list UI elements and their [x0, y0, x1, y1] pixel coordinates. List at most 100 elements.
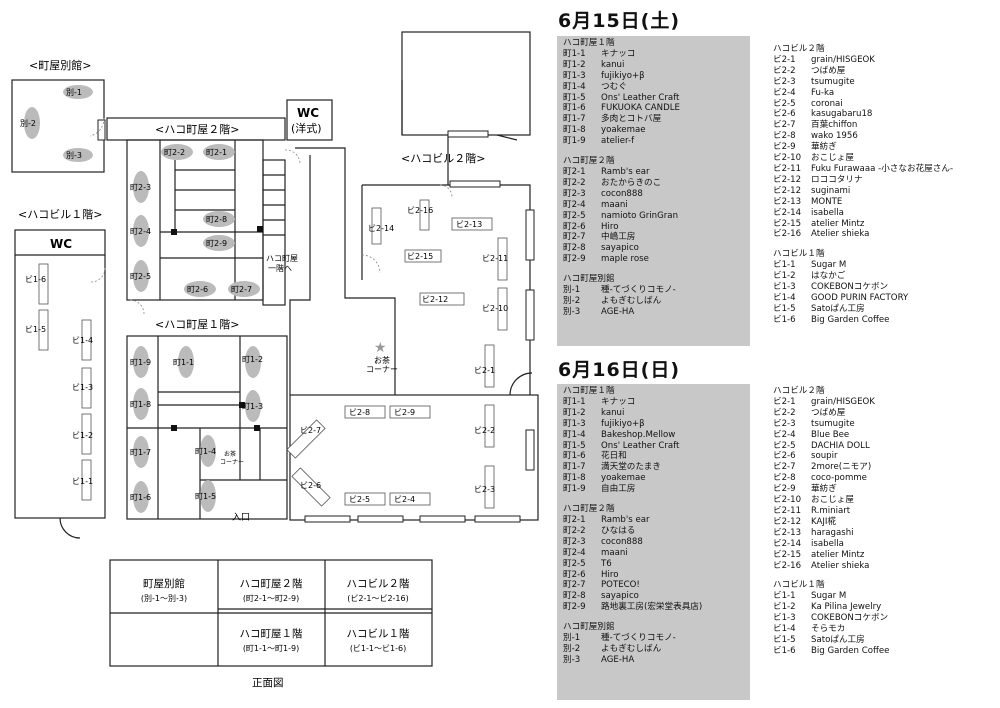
booth-code: 町1-5 [563, 440, 586, 451]
vendor-name: tsumugite [811, 76, 855, 87]
vendor-name: Sugar M [811, 591, 847, 602]
wc-yoshiki-room [286, 99, 333, 141]
booth-code: 町1-8 [563, 473, 586, 484]
booth-code: 町1-4 [563, 81, 586, 92]
booth-b1-1: ビ1-1 [72, 477, 93, 486]
booth-code: ビ2-11 [773, 505, 802, 516]
booth-code: ビ2-7 [773, 462, 796, 473]
front-m2-title: ハコ町屋２階 [240, 578, 303, 590]
booth-code: ビ2-13 [773, 527, 802, 538]
booth-code: ビ2-1 [773, 54, 796, 65]
booth-code: ビ2-2 [773, 407, 796, 418]
label-wc: WC [50, 237, 72, 251]
vendor-name: maani [601, 199, 628, 210]
booth-code: ビ1-4 [773, 624, 796, 635]
section-title: ハコ町屋１階 [563, 38, 615, 48]
vendor-row: ビ2-16 Atelier shieka [773, 561, 889, 572]
booth-code: ビ2-16 [773, 560, 802, 571]
booth-b1-6: ビ1-6 [25, 275, 46, 284]
vendor-name: 中嶋工房 [601, 232, 636, 243]
vendor-name: isabella [811, 207, 844, 218]
booth-code: ビ2-7 [773, 120, 796, 131]
vendor-name: よもぎむしばん [601, 643, 662, 654]
booth-code: 別-2 [563, 295, 581, 306]
booth-code: ビ2-11 [773, 163, 802, 174]
vendor-row: ビ2-13 haragashi [773, 528, 889, 539]
booth-code: 町1-2 [563, 407, 586, 418]
vendor-name: 百葉chiffon [811, 120, 858, 131]
vendor-name: fujikiyo+β [601, 70, 645, 81]
vendor-name: atelier-f [601, 136, 635, 147]
booth-code: ビ1-2 [773, 271, 796, 282]
booth-code: ビ2-10 [773, 495, 802, 506]
booth-code: 別-3 [563, 306, 581, 317]
vendor-name: haragashi [811, 527, 854, 538]
vendor-name: 自由工房 [601, 484, 636, 495]
booth-code: 町2-4 [563, 547, 586, 558]
booth-code: ビ1-5 [773, 634, 796, 645]
front-b1-sub: (ビ1-1〜ビ1-6) [350, 644, 406, 653]
section-title: ハコビル２階 [773, 44, 825, 54]
front-b2-title: ハコビル２階 [347, 578, 410, 590]
vendor-name: つむぐ [601, 81, 627, 92]
vendor-name: COKEBONコケボン [811, 613, 889, 624]
label-entrance: 入口 [232, 512, 250, 523]
label-hakobiru-1f: <ハコビル１階> [18, 207, 102, 221]
vendor-name: coronai [811, 98, 843, 109]
booth-code: 町2-8 [563, 243, 586, 254]
vendor-name: kanui [601, 59, 625, 70]
vendor-name: Atelier shieka [811, 560, 870, 571]
booth-m2-5: 町2-5 [130, 272, 151, 281]
label-stair-1: ハコ町屋 [266, 254, 298, 263]
day1-title: 6月15日(土) [558, 10, 681, 32]
booth-code: ビ2-14 [773, 207, 802, 218]
label-wc-yoshiki-2: (洋式) [291, 121, 322, 135]
booth-m1-1: 町1-1 [173, 358, 194, 367]
vendor-name: キナッコ [601, 396, 636, 407]
vendor-name: Big Garden Coffee [811, 645, 890, 656]
booth-code: 別-1 [563, 285, 581, 296]
booth-code: 町2-7 [563, 580, 586, 591]
booth-code: ビ2-4 [773, 429, 796, 440]
booth-b2-8: ビ2-8 [349, 408, 370, 417]
booth-code: ビ2-13 [773, 196, 802, 207]
booth-code: 町2-2 [563, 525, 586, 536]
vendor-name: yoakemae [601, 473, 646, 484]
vendor-name: はなかご [811, 271, 846, 282]
vendor-name: 路地裏工房(宏栄堂表具店) [601, 602, 703, 613]
booth-b2-16: ビ2-16 [407, 206, 433, 215]
booth-code: ビ2-6 [773, 109, 796, 120]
booth-code: ビ1-3 [773, 282, 796, 293]
vendor-name: Atelier shieka [811, 229, 870, 240]
booth-code: 町2-3 [563, 188, 586, 199]
label-hakobiru-2f: <ハコビル２階> [401, 151, 485, 165]
front-b2-sub: (ビ2-1〜ビ2-16) [347, 594, 408, 603]
vendor-name: R.miniart [811, 505, 851, 516]
booth-code: ビ2-12 [773, 174, 802, 185]
